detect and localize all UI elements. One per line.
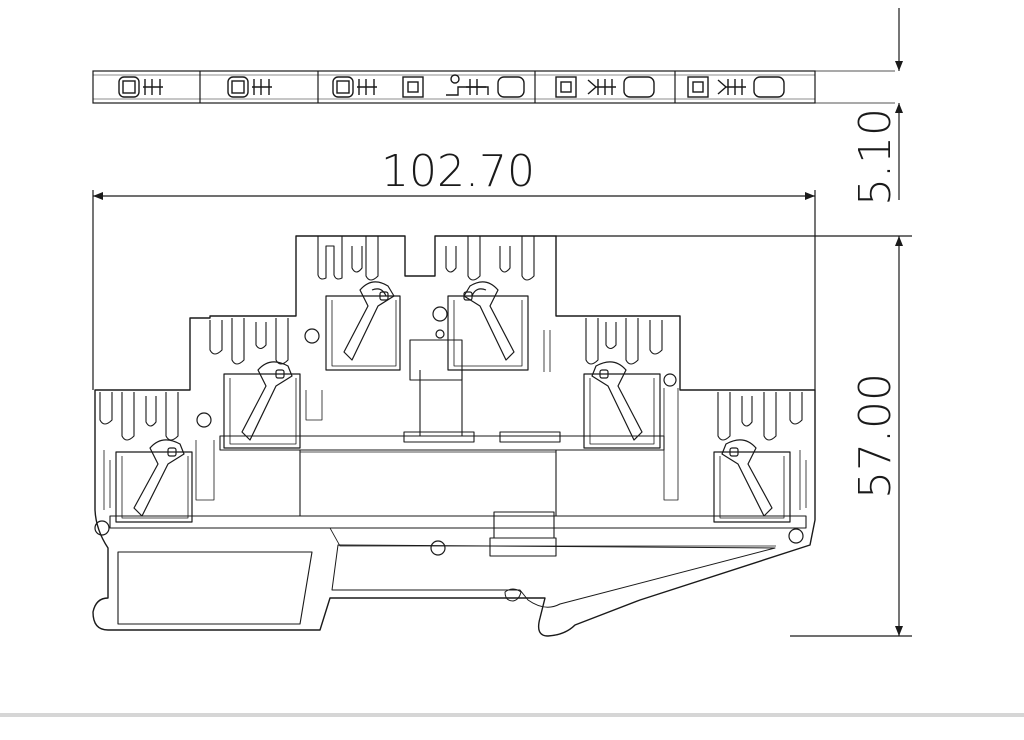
body-detail-lines [103,330,807,547]
width-label: 102.70 [381,146,535,197]
spring-cage-bottom-left [115,439,193,523]
spring-cage-middle-left [223,361,301,449]
dimension-width [92,190,816,390]
bottom-tier-fingers [99,392,803,441]
top-tier-fingers [317,236,535,281]
top-view-strip [92,70,895,104]
middle-tier-fingers [209,318,663,365]
spring-cage-bottom-right [713,439,791,523]
spring-cage-top-left [325,281,401,371]
thickness-label: 5.10 [850,108,901,206]
fixing-holes [94,306,804,556]
spring-cage-middle-right [583,361,661,449]
bottom-separator [0,713,1024,717]
top-view-connector-icons [118,74,785,98]
height-label: 57.00 [850,373,901,499]
spring-cage-top-right [447,281,529,371]
terminal-block-side-view [92,235,816,637]
dimension-height [556,235,912,637]
